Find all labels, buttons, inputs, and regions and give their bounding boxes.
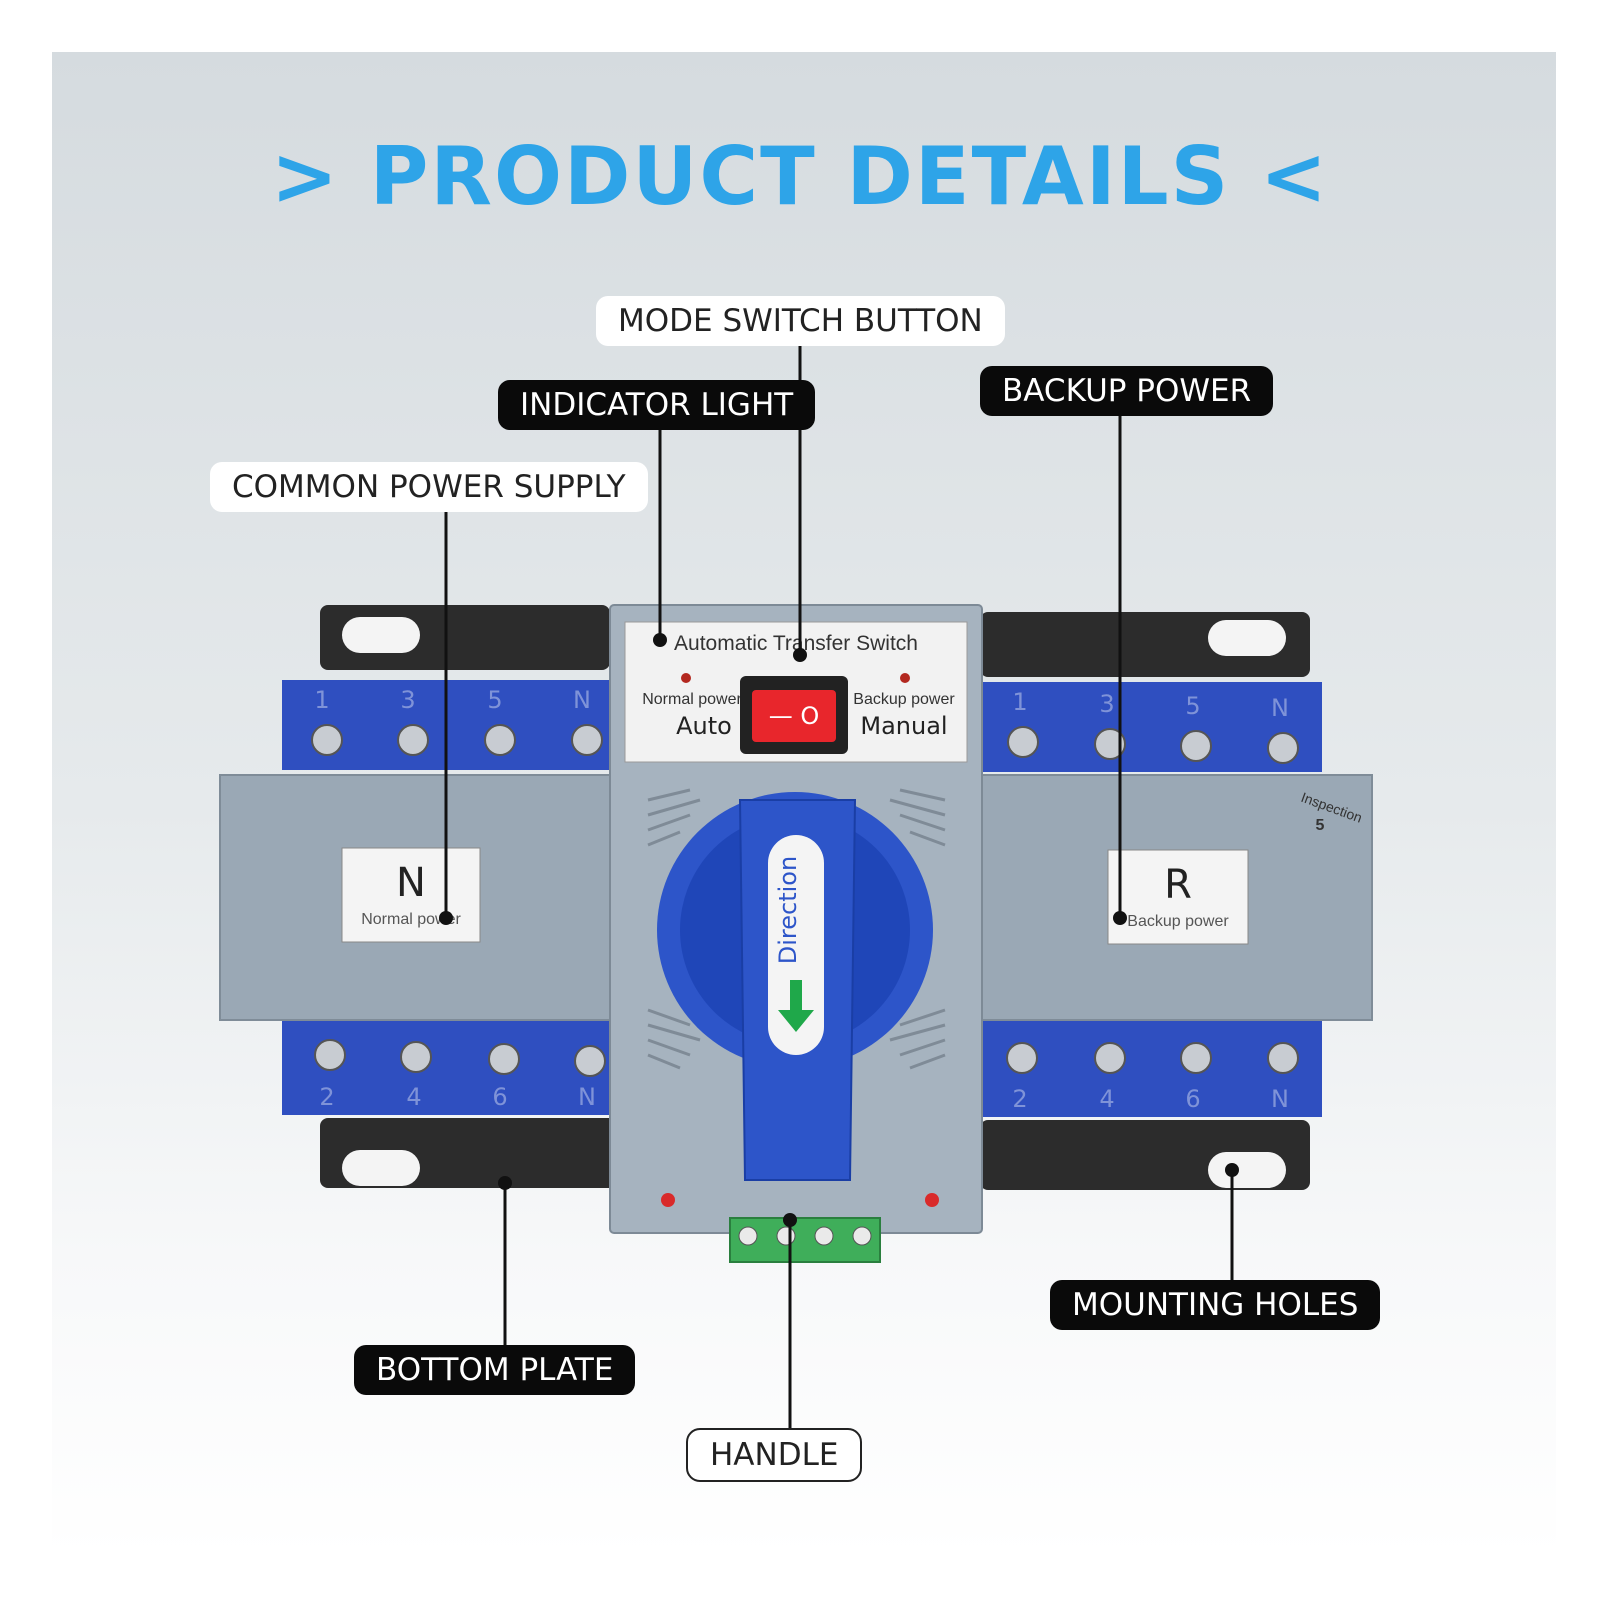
bottom-left-terminal-num: 6 <box>492 1083 507 1111</box>
left-module-letter: N <box>396 860 426 906</box>
bottom-right-terminal-num: 4 <box>1099 1085 1114 1113</box>
inspection-number: 5 <box>1316 817 1325 834</box>
bottom-right-screws <box>1006 1042 1299 1074</box>
leader-lines <box>444 344 1234 1432</box>
callout-mode-switch-button: MODE SWITCH BUTTON <box>596 296 1005 346</box>
top-right-terminal-num: 3 <box>1099 690 1114 718</box>
top-right-screws <box>1007 726 1299 764</box>
top-right-terminal-num: 5 <box>1185 692 1200 720</box>
top-right-terminal-num: 1 <box>1012 688 1027 716</box>
mounting-hole <box>342 1150 420 1186</box>
handle-direction-text: Direction <box>774 856 802 964</box>
bottom-left-terminal-num: 4 <box>406 1083 421 1111</box>
bottom-left-terminal-num: N <box>578 1083 596 1111</box>
callout-indicator-light: INDICATOR LIGHT <box>498 380 816 430</box>
direction-arrow-icon <box>778 980 814 1032</box>
callout-handle: HANDLE <box>686 1428 863 1482</box>
top-left-terminal-num: 5 <box>487 686 502 714</box>
mounting-hole <box>1208 1152 1286 1188</box>
top-left-terminal-num: N <box>573 686 591 714</box>
bottom-left-screws <box>314 1039 606 1077</box>
normal-indicator-light <box>681 673 691 683</box>
top-left-terminal-num: 3 <box>400 686 415 714</box>
right-module-label-box <box>1107 849 1249 945</box>
right-module-label: Backup power <box>1127 913 1229 930</box>
left-module-label: Normal power <box>361 911 461 928</box>
left-module-label-box <box>341 847 481 943</box>
right-mode-label: Manual <box>860 712 947 740</box>
top-left-terminal-num: 1 <box>314 686 329 714</box>
handle-label-strip <box>768 835 824 1055</box>
mounting-hole <box>1208 620 1286 656</box>
housing-led-right <box>925 1193 939 1207</box>
panel-title: Automatic Transfer Switch <box>674 632 918 655</box>
bottom-right-terminal-num: 2 <box>1012 1085 1027 1113</box>
rocker-switch <box>752 690 836 742</box>
mounting-hole <box>342 617 420 653</box>
left-mode-label: Auto <box>676 712 732 740</box>
top-left-screws <box>311 724 603 756</box>
backup-indicator-light <box>900 673 910 683</box>
callout-mounting-holes: MOUNTING HOLES <box>1050 1280 1381 1330</box>
leader-endpoints <box>439 633 1239 1227</box>
page-title: > PRODUCT DETAILS < <box>270 130 1330 223</box>
housing-led-left <box>661 1193 675 1207</box>
left-indicator-label: Normal power <box>642 691 742 708</box>
bottom-right-terminal-num: 6 <box>1185 1085 1200 1113</box>
top-right-terminal-num: N <box>1271 694 1289 722</box>
callout-bottom-plate: BOTTOM PLATE <box>354 1345 636 1395</box>
callout-common-power-supply: COMMON POWER SUPPLY <box>210 462 648 512</box>
bottom-right-terminal-num: N <box>1271 1085 1289 1113</box>
callout-backup-power: BACKUP POWER <box>980 366 1274 416</box>
right-indicator-label: Backup power <box>853 691 955 708</box>
top-right-terminal-block <box>982 682 1322 772</box>
bottom-right-terminal-block <box>982 1017 1322 1117</box>
vent-grille <box>647 788 946 1070</box>
right-module-letter: R <box>1164 862 1192 908</box>
bottom-left-terminal-num: 2 <box>319 1083 334 1111</box>
rocker-symbol: — O <box>769 702 820 730</box>
